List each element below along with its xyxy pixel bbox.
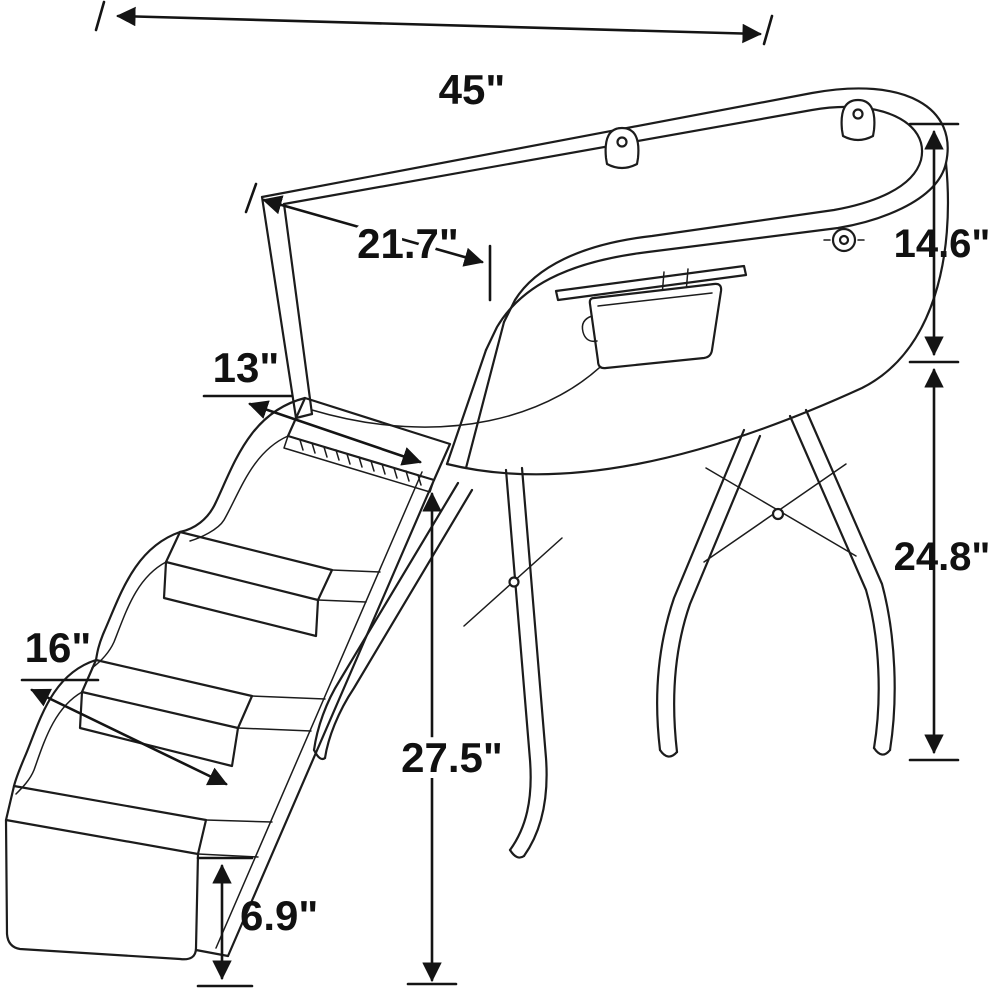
- side-facets: [197, 569, 381, 858]
- grooming-tub: [260, 87, 949, 476]
- tub-left-wall-inner: [282, 202, 314, 416]
- stair-skirt-outer: [226, 478, 436, 958]
- dim-tub-depth: 14.6": [894, 122, 991, 364]
- dim-overall-height: 27.5": [395, 492, 509, 986]
- dim-tub-length-label: 45": [439, 66, 506, 113]
- step2-riser: [78, 690, 240, 768]
- platform-ridges: [299, 439, 422, 486]
- drain-fitting: [823, 227, 865, 253]
- caddy-rail: [554, 264, 748, 302]
- dim-bottom-step-height: 6.9": [196, 856, 318, 988]
- dim-opening-length: 21.7": [244, 182, 492, 302]
- tub-entry-edge-outer: [445, 348, 488, 466]
- step1-tread: [4, 784, 208, 856]
- brace-hinge: [508, 576, 520, 588]
- pet-stairs: [4, 396, 452, 961]
- rim-hook-right: [840, 98, 876, 142]
- rim-hook-left: [604, 126, 640, 170]
- dim-step-depth: 16": [20, 624, 228, 786]
- folding-legs-left: [312, 466, 563, 859]
- dim-overall-height-label: 27.5": [401, 734, 503, 781]
- step1-front-face: [4, 818, 200, 961]
- dim-platform-width: 13": [202, 344, 422, 466]
- caddy-hook: [581, 315, 598, 343]
- dim-bottom-step-height-label: 6.9": [240, 892, 318, 939]
- brace-bolt: [771, 507, 785, 521]
- dim-opening-length-label: 21.7": [357, 220, 459, 267]
- tub-entry-edge-inner: [464, 320, 506, 470]
- dim-platform-width-label: 13": [213, 344, 280, 391]
- platform-ridge-strip: [283, 435, 435, 493]
- tub-rim-inner: [282, 105, 924, 324]
- stair-skirt-inner: [215, 471, 423, 949]
- step3-riser: [162, 560, 320, 638]
- step2-tread: [80, 658, 254, 730]
- dimensions: 45" 21.7" 14.6" 24.8" 13" 16": [20, 0, 991, 988]
- caddy-body: [588, 282, 723, 370]
- dim-leg-height: 24.8": [894, 368, 991, 762]
- dim-tub-length: 45": [94, 0, 774, 113]
- caddy: [554, 264, 748, 370]
- dim-step-depth-label: 16": [25, 624, 92, 671]
- dim-leg-height-label: 24.8": [894, 535, 991, 579]
- step3-tread: [164, 530, 334, 602]
- caddy-inner-rim: [597, 292, 713, 307]
- tub-rim-outer: [260, 87, 949, 352]
- folding-legs-right: [656, 408, 896, 758]
- dim-tub-depth-label: 14.6": [894, 222, 991, 266]
